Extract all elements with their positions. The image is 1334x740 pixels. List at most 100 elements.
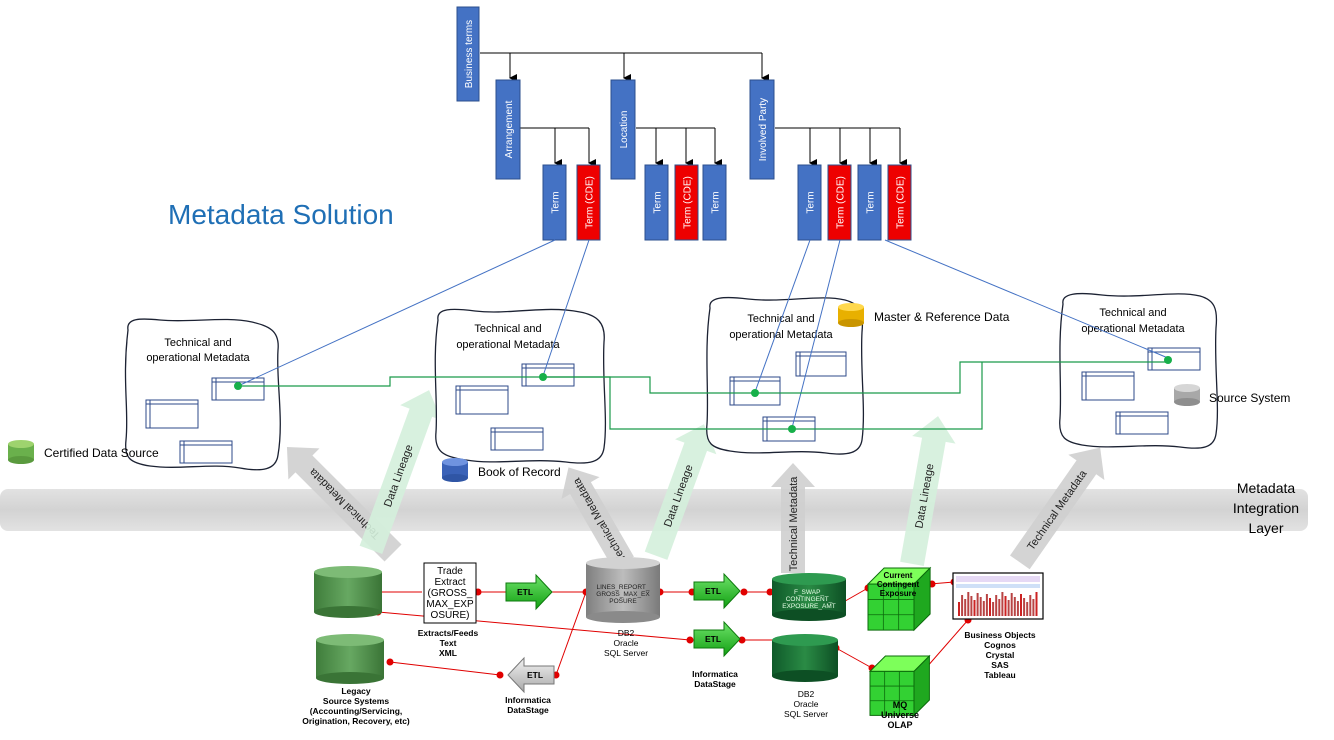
term-box: Term — [542, 164, 567, 241]
etl-arrow-2: ETL — [693, 572, 741, 610]
integration-layer-band — [0, 489, 1308, 531]
table-box — [455, 385, 509, 415]
diagram-title: Metadata Solution — [168, 199, 394, 230]
legacy-source-systems-line-3: (Accounting/Servicing, — [310, 706, 403, 716]
bi-report-thumbnail — [952, 572, 1044, 620]
mq-universe-olap-line-1: MQ — [893, 700, 908, 710]
integration-layer-label-1: Metadata — [1237, 480, 1296, 496]
term-box: Term — [857, 164, 882, 241]
etl-arrow-3: ETL — [693, 620, 741, 658]
legacy-source-systems-line-1: Legacy — [341, 686, 371, 696]
term-box-label: Term — [711, 191, 722, 213]
legacy-source-cylinder-2 — [316, 634, 384, 684]
term-cde-box: Term (CDE) — [887, 164, 912, 241]
group-location-label: Location — [619, 111, 630, 149]
lineage-dots — [234, 356, 1172, 433]
lines-report-cylinder — [586, 557, 660, 623]
lines-report-line-3: POSURE — [609, 598, 637, 605]
metadata-cloud-2 — [434, 308, 607, 464]
data-lineage-arrow-1: Data Lineage — [359, 390, 442, 554]
term-box-label: Term — [551, 191, 562, 213]
trade-extract-line-2: Extract — [434, 577, 465, 588]
table-box — [1081, 371, 1135, 401]
term-cde-box-label: Term (CDE) — [896, 176, 907, 229]
informatica-datastage-2-line-2: DataStage — [694, 679, 736, 689]
table-box — [179, 440, 233, 464]
db2-oracle-cylinder — [772, 634, 838, 682]
certified-data-source-label: Certified Data Source — [44, 446, 159, 460]
business-objects-tools-line-4: SAS — [991, 660, 1009, 670]
group-involved-party: Involved Party — [749, 79, 775, 180]
term-cde-box-label: Term (CDE) — [585, 176, 596, 229]
current-contingent-exposure-line-3: Exposure — [880, 589, 917, 598]
db2-oracle-2-line-1: DB2 — [798, 689, 815, 699]
term-box-label: Term — [866, 191, 877, 213]
informatica-datastage-2-line-1: Informatica — [692, 669, 738, 679]
group-arrangement-label: Arrangement — [504, 100, 515, 158]
metadata-cloud-4-label-a: Technical and — [1099, 307, 1166, 319]
table-box — [1147, 347, 1201, 371]
business-terms-box-label: Business terms — [464, 20, 475, 88]
table-box — [1115, 411, 1169, 435]
f-swap-line-3: EXPOSURE_AMT — [782, 603, 835, 610]
term-box: Term — [797, 164, 822, 241]
metadata-cloud-4 — [1059, 292, 1219, 449]
book-of-record-icon — [442, 458, 468, 482]
source-system-icon — [1174, 384, 1200, 406]
informatica-datastage-1-line-2: DataStage — [507, 705, 549, 715]
trade-extract-document — [423, 562, 477, 624]
metadata-table-boxes — [145, 347, 1201, 464]
group-involved-party-label: Involved Party — [758, 98, 769, 161]
db2-oracle-1-line-1: DB2 — [618, 628, 635, 638]
hierarchy-connectors — [480, 52, 907, 167]
etl-arrow-2-label: ETL — [705, 586, 721, 596]
informatica-datastage-1-line-1: Informatica — [505, 695, 551, 705]
f-swap-cylinder — [772, 573, 846, 621]
term-box: Term — [702, 164, 727, 241]
metadata-cloud-3-label-b: operational Metadata — [729, 329, 833, 341]
metadata-cloud-1-label-a: Technical and — [164, 337, 231, 349]
term-box-label: Term — [653, 191, 664, 213]
f-swap-line-2: CONTINGENT_ — [786, 596, 833, 603]
metadata-cloud-2-label-a: Technical and — [474, 323, 541, 335]
trade-extract-line-4: MAX_EXP — [426, 599, 474, 610]
db2-oracle-2-line-2: Oracle — [793, 699, 818, 709]
table-box — [795, 351, 847, 377]
extracts-feeds-line-3: XML — [439, 648, 457, 658]
db2-oracle-1-line-3: SQL Server — [604, 648, 648, 658]
term-cde-box: Term (CDE) — [827, 164, 852, 241]
metadata-cloud-2-label-b: operational Metadata — [456, 339, 560, 351]
table-box — [521, 363, 575, 387]
table-box — [145, 399, 199, 429]
etl-arrow-3-label: ETL — [705, 634, 721, 644]
term-cde-box: Term (CDE) — [674, 164, 699, 241]
term-cde-box: Term (CDE) — [576, 164, 601, 241]
metadata-cloud-3 — [706, 296, 865, 455]
metadata-cloud-4-label-b: operational Metadata — [1081, 323, 1185, 335]
term-box-label: Term — [806, 191, 817, 213]
current-contingent-cube — [866, 566, 932, 632]
extracts-feeds-line-2: Text — [440, 638, 457, 648]
db2-oracle-2-line-3: SQL Server — [784, 709, 828, 719]
current-contingent-exposure-line-2: Contingent — [877, 580, 920, 589]
mq-universe-cube — [868, 654, 931, 717]
term-box: Term — [644, 164, 669, 241]
etl-arrow-1: ETL — [505, 573, 553, 611]
certified-data-source-icon — [8, 440, 34, 464]
metadata-cloud-1-label-b: operational Metadata — [146, 352, 250, 364]
current-contingent-exposure-line-1: Current — [884, 571, 913, 580]
integration-layer-label-3: Layer — [1248, 520, 1283, 536]
group-arrangement: Arrangement — [495, 79, 521, 180]
f-swap-line-1: F_SWAP_ — [794, 589, 824, 596]
lineage-lines — [238, 361, 1168, 430]
trade-extract-line-3: (GROSS_ — [427, 588, 472, 599]
integration-layer-label-2: Integration — [1233, 500, 1299, 516]
business-objects-tools-line-2: Cognos — [984, 640, 1016, 650]
lines-report-line-2: GROSS_MAX_EX — [596, 591, 650, 598]
mq-universe-olap-line-3: OLAP — [887, 720, 912, 730]
etl-arrow-4: ETL — [507, 656, 555, 694]
legacy-source-cylinder-1 — [314, 566, 382, 618]
data-lineage-arrow-3: Data Lineage — [900, 416, 956, 566]
